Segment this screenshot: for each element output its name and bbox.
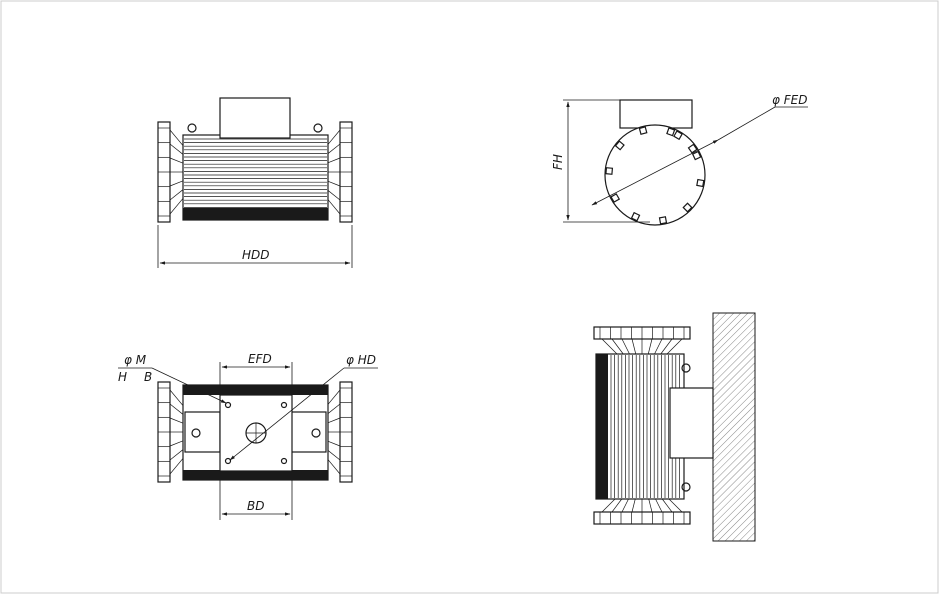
bracket-strut <box>601 338 619 356</box>
bracket-strut <box>621 338 631 356</box>
fin-tab <box>638 126 648 135</box>
bracket-strut <box>169 188 185 201</box>
hole-dimension-label: φ M <box>124 353 147 367</box>
center-hole-leader <box>229 367 345 461</box>
diameter-leader <box>591 139 719 206</box>
bracket-strut <box>169 389 185 408</box>
fin-tab <box>658 216 668 225</box>
diameter-dimension-label: φ FED <box>772 93 807 107</box>
bracket-strut <box>169 440 185 447</box>
corner-hole <box>224 457 232 465</box>
width-dimension-label: HDD <box>242 248 270 262</box>
mount-box <box>219 97 291 139</box>
side-tab-right <box>290 411 327 453</box>
bracket-strut <box>665 338 683 356</box>
bracket-strut <box>169 196 185 215</box>
hole-leader <box>151 367 227 404</box>
bracket-strut <box>169 456 185 475</box>
bolt <box>313 123 323 133</box>
bracket-strut <box>611 338 625 356</box>
fin-tab <box>673 130 683 141</box>
bracket-strut <box>169 417 185 424</box>
wall-mount-box <box>669 387 714 459</box>
bolt <box>187 123 197 133</box>
fin-tab <box>666 127 676 137</box>
hole-dimension-sub-b: B <box>144 370 152 384</box>
bracket-strut <box>169 448 185 461</box>
end-brackets <box>157 121 353 223</box>
height-dimension-label: FH <box>551 154 565 170</box>
bolt-left <box>191 428 201 438</box>
diameter-leader <box>717 106 776 141</box>
bolt <box>681 482 691 492</box>
mount-box <box>619 99 693 129</box>
center-hole-dimension-label: φ HD <box>346 353 376 367</box>
finned-body <box>595 353 691 500</box>
bracket-strut <box>169 143 185 156</box>
corner-hole <box>280 401 288 409</box>
bracket-strut <box>169 157 185 164</box>
bracket-strut <box>169 403 185 416</box>
body-bottom-band <box>183 470 328 480</box>
body-top-band <box>183 385 328 395</box>
bolt <box>681 363 691 373</box>
bracket-strut <box>169 180 185 187</box>
bracket-strut <box>647 338 653 356</box>
corner-hole <box>280 457 288 465</box>
bolt-right <box>311 428 321 438</box>
fin-tab <box>682 202 693 213</box>
wall-hatch <box>712 312 756 542</box>
bracket-strut <box>653 338 663 356</box>
corner-hole <box>224 401 232 409</box>
spacing-bottom-dimension-label: BD <box>247 499 264 513</box>
fin-tab <box>605 167 614 175</box>
body-left-band <box>596 354 608 499</box>
bracket-strut <box>631 338 637 356</box>
spacing-top-dimension-label: EFD <box>248 352 272 366</box>
bottom-view: EFD BD φ M H B φ HD <box>118 352 378 520</box>
wall-mount-view <box>593 312 756 542</box>
side-tab-left <box>184 411 221 453</box>
front-view: HDD <box>157 97 353 268</box>
hole-dimension-sub-h: H <box>118 370 127 384</box>
fin-tab <box>696 178 705 188</box>
fin-tab <box>630 211 641 222</box>
bracket-strut <box>169 129 185 148</box>
side-view: FH φ FED <box>551 93 808 226</box>
body-bottom-band <box>183 208 328 220</box>
bracket-strut <box>659 338 673 356</box>
